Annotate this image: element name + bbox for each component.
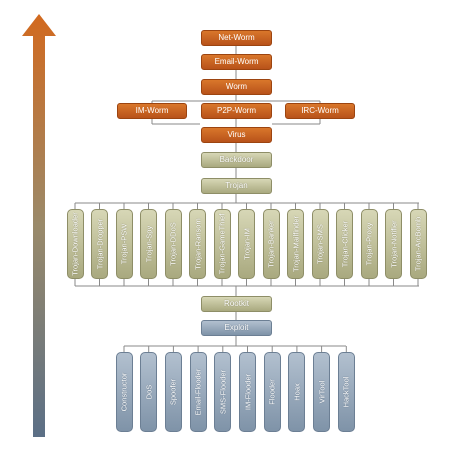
node-label: Trojan-Notifier — [388, 220, 398, 268]
node-label: Trojan-IM — [241, 228, 251, 260]
node-trojan-dropper: Trojan-Dropper — [91, 209, 108, 279]
node-email-flooder: Email-Flooder — [189, 352, 207, 432]
node-label: IM-Flooder — [242, 373, 252, 411]
node-im-worm: IM-Worm — [117, 103, 187, 119]
node-trojan-notifier: Trojan-Notifier — [385, 209, 402, 279]
node-trojan-sms: Trojan-SMS — [311, 209, 329, 279]
node-worm: Worm — [201, 79, 272, 95]
node-backdoor: Backdoor — [201, 152, 272, 168]
node-irc-worm: IRC-Worm — [285, 103, 355, 119]
node-label: HackTool — [341, 376, 351, 408]
node-label: SMS-Flooder — [218, 369, 228, 415]
node-label: Email-Flooder — [193, 368, 203, 416]
node-label: Spoofer — [168, 378, 178, 406]
node-label: Trojan-SMS — [315, 224, 325, 264]
node-label: Trojan-Mailfinder — [290, 216, 300, 272]
node-label: Trojan-Dropper — [94, 218, 104, 270]
node-label: Trojan-PSW — [119, 223, 129, 265]
node-trojan-spy: Trojan-Spy — [140, 209, 157, 279]
node-trojan-psw: Trojan-PSW — [115, 209, 133, 279]
node-virus: Virus — [201, 127, 272, 143]
node-hoax: Hoax — [288, 352, 306, 432]
node-im-flooder: IM-Flooder — [239, 352, 256, 432]
node-label: Trojan-DDoS — [168, 222, 178, 266]
node-dos: DoS — [140, 352, 158, 432]
node-trojan-ransom: Trojan-Ransom — [189, 209, 206, 279]
node-label: Constructor — [119, 372, 129, 412]
node-label: Trojan-Proxy — [364, 222, 374, 266]
node-trojan-proxy: Trojan-Proxy — [360, 209, 378, 279]
node-trojan: Trojan — [201, 178, 272, 194]
node-trojan-banker: Trojan-Banker — [262, 209, 280, 279]
node-flooder: Flooder — [263, 352, 281, 432]
node-hacktool: HackTool — [337, 352, 355, 432]
node-trojan-clicker: Trojan-Clicker — [336, 209, 353, 279]
node-label: Trojan-ArcBomb — [413, 216, 423, 272]
node-trojan-mailfinder: Trojan-Mailfinder — [287, 209, 304, 279]
node-label: Trojan-GameThief — [217, 213, 227, 275]
node-label: DoS — [143, 384, 153, 400]
node-p2p-worm: P2P-Worm — [201, 103, 272, 119]
node-net-worm: Net-Worm — [201, 30, 272, 46]
node-label: Trojan-Spy — [143, 225, 153, 263]
node-virtool: VirTool — [313, 352, 331, 432]
node-trojan-downloader: Trojan-Downloader — [66, 209, 84, 279]
node-trojan-arcbomb: Trojan-ArcBomb — [409, 209, 427, 279]
node-label: VirTool — [316, 380, 326, 404]
node-label: Flooder — [267, 379, 277, 405]
node-label: Hoax — [292, 383, 302, 401]
node-label: Trojan-Ransom — [192, 218, 202, 270]
node-label: Trojan-Clicker — [339, 220, 349, 268]
node-label: Trojan-Downloader — [70, 212, 80, 276]
node-trojan-gamethief: Trojan-GameThief — [213, 209, 231, 279]
node-spoofer: Spoofer — [164, 352, 182, 432]
node-exploit: Exploit — [201, 320, 272, 336]
node-trojan-im: Trojan-IM — [238, 209, 255, 279]
node-email-worm: Email-Worm — [201, 54, 272, 70]
node-sms-flooder: SMS-Flooder — [214, 352, 232, 432]
node-rootkit: Rootkit — [201, 296, 272, 312]
node-constructor: Constructor — [115, 352, 133, 432]
node-trojan-ddos: Trojan-DDoS — [164, 209, 182, 279]
node-label: Trojan-Banker — [266, 220, 276, 268]
